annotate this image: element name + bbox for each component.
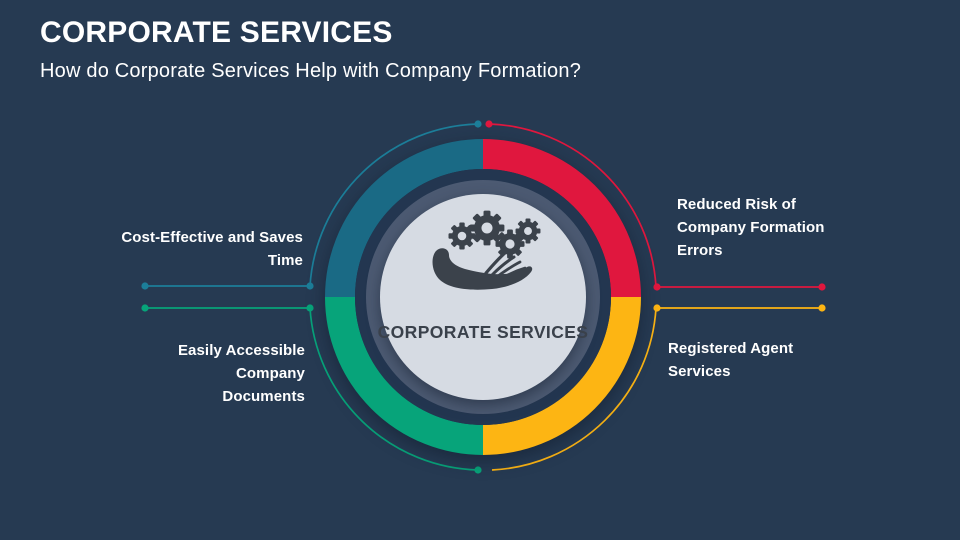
dot-green-inner xyxy=(306,304,314,312)
label-line: Reduced Risk of xyxy=(677,196,797,213)
hand-icon xyxy=(432,248,533,290)
connector-arc-top-left xyxy=(309,123,479,287)
label-line: Services xyxy=(668,363,731,380)
hand-holding-gears-icon xyxy=(432,210,541,290)
dot-green-bottom xyxy=(474,466,482,474)
label-line: Time xyxy=(267,252,303,269)
dot-red-outer xyxy=(818,283,826,291)
connector-arc-top-right xyxy=(488,123,657,288)
label-bottom-right: Registered Agent Services xyxy=(668,337,828,383)
label-line: Errors xyxy=(677,242,723,259)
label-line: Documents xyxy=(222,388,305,405)
dot-green-outer xyxy=(141,304,149,312)
dot-yellow-outer xyxy=(818,304,826,312)
inner-circle xyxy=(380,194,586,400)
diagram-center-label: CORPORATE SERVICES xyxy=(377,322,589,342)
dot-teal-top xyxy=(474,120,482,128)
ring-segment-green xyxy=(325,296,484,455)
label-line: Company Formation xyxy=(677,219,825,236)
connector-arc-bottom-left xyxy=(309,307,479,471)
label-line: Easily Accessible Company xyxy=(177,342,305,382)
ring-segment-red xyxy=(482,139,641,298)
connector-arc-bottom-right xyxy=(491,307,657,471)
dot-teal-inner xyxy=(306,282,314,290)
dot-red-inner xyxy=(653,283,661,291)
label-bottom-left: Easily Accessible Company Documents xyxy=(105,339,305,408)
label-line: Cost-Effective and Saves xyxy=(121,229,303,246)
dot-yellow-inner xyxy=(653,304,661,312)
label-top-left: Cost-Effective and Saves Time xyxy=(108,226,303,272)
label-line: Registered Agent xyxy=(668,340,794,357)
label-top-right: Reduced Risk of Company Formation Errors xyxy=(677,193,837,262)
slide-subtitle: How do Corporate Services Help with Comp… xyxy=(40,60,582,82)
ring-segment-yellow xyxy=(482,296,641,455)
slide-title: CORPORATE SERVICES xyxy=(40,16,393,49)
dot-red-top xyxy=(485,120,493,128)
dot-teal-outer xyxy=(141,282,149,290)
ring-segment-teal xyxy=(325,139,484,298)
